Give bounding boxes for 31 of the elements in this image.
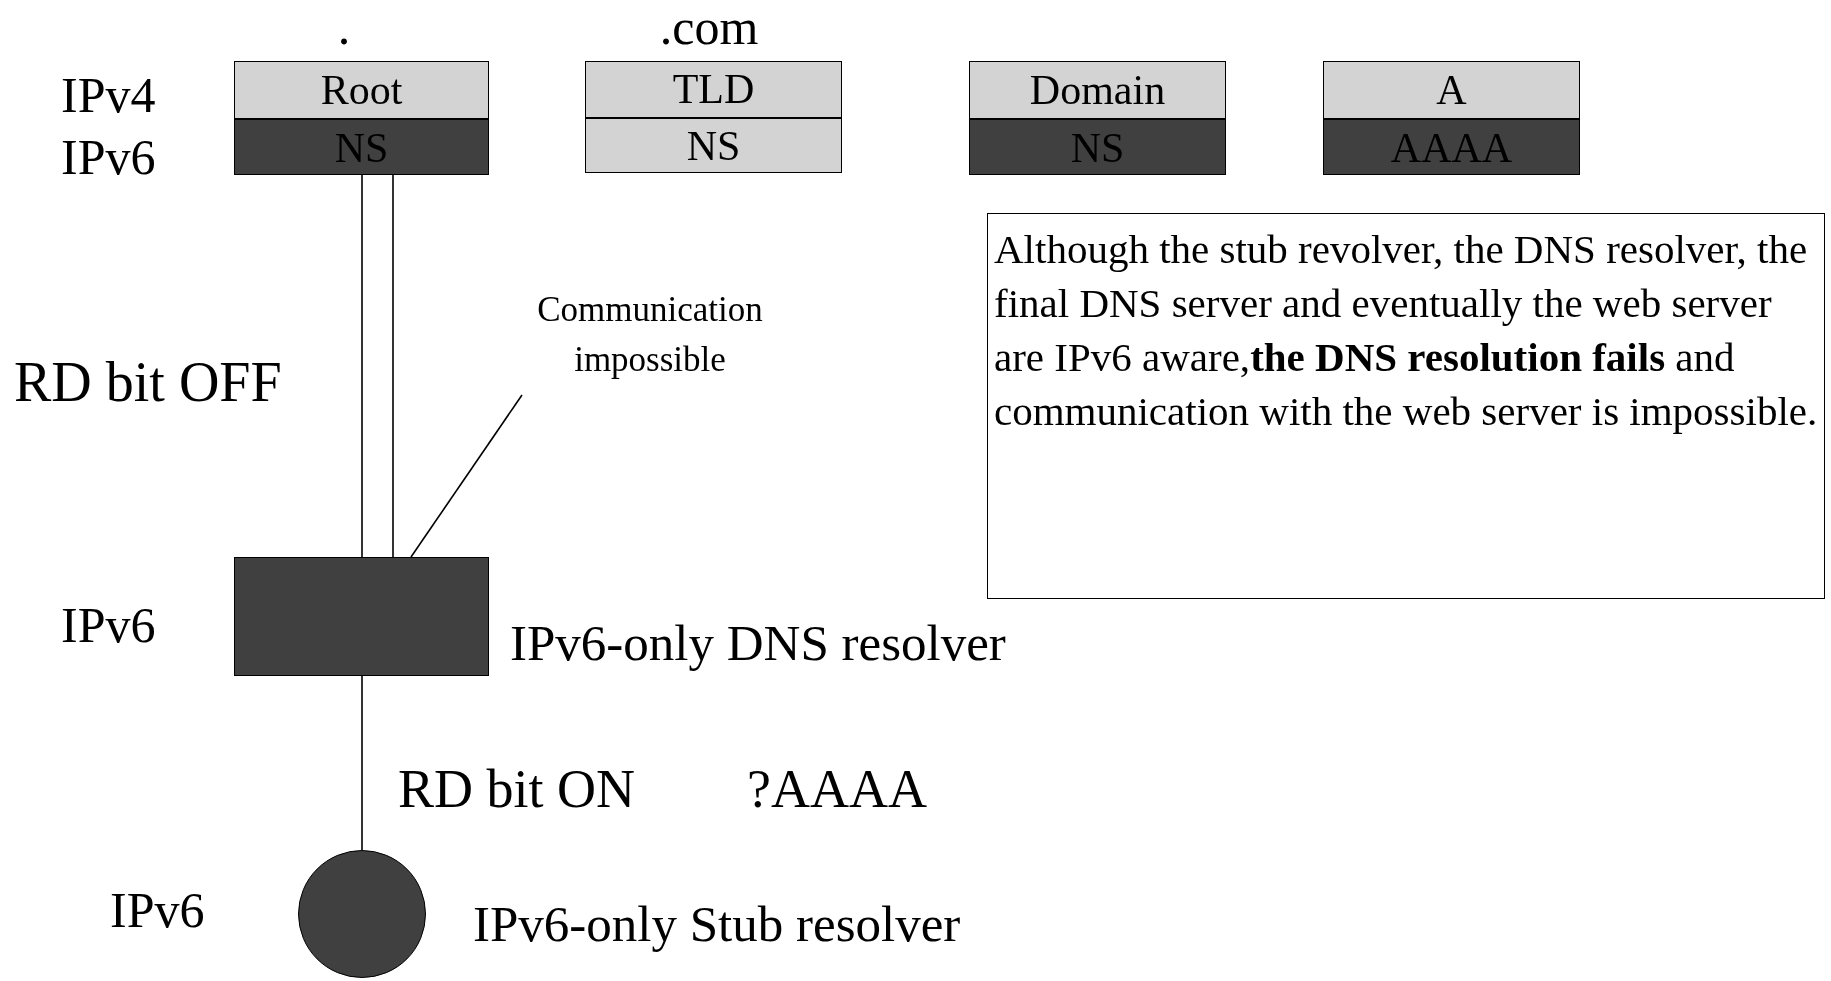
field-label: TLD [672,66,755,112]
label-text: IPv6 [61,598,156,653]
connector-line [392,174,394,558]
label-text: IPv6 [61,130,156,185]
record-box [585,61,842,173]
field-label: NS [686,123,741,169]
node-caption: IPv6-only Stub resolver [473,896,962,953]
resolver-box [234,557,489,676]
record-box [1323,61,1580,175]
connector-line [361,174,363,558]
note-box [987,213,1825,599]
label-text: RD bit OFF [14,352,282,414]
label-text: ?AAAA [747,760,927,820]
note-text: Although the stub revolver, the DNS resolver, the final DNS server and eventually the web server are IPv6 aware,the DNS resolution fails and communication with the web server is impossible. [994,225,1818,436]
field-label: A [1436,67,1467,113]
field-label: AAAA [1390,125,1513,171]
annotation-text: Communication impossible [480,285,820,395]
field-label: NS [334,125,389,171]
label-text: IPv6 [110,883,205,938]
leader-line [410,394,523,558]
field-label: Root [320,67,403,113]
node-caption: IPv6-only DNS resolver [510,615,1007,672]
record-box [969,61,1226,175]
field-label: Domain [1029,67,1166,113]
record-box [234,61,489,175]
node-caption: .com [658,0,760,55]
label-text: RD bit ON [398,760,635,820]
connector-line [361,675,363,851]
label-text: IPv4 [61,68,156,123]
field-label: NS [1070,125,1125,171]
node-caption: . [336,0,352,55]
